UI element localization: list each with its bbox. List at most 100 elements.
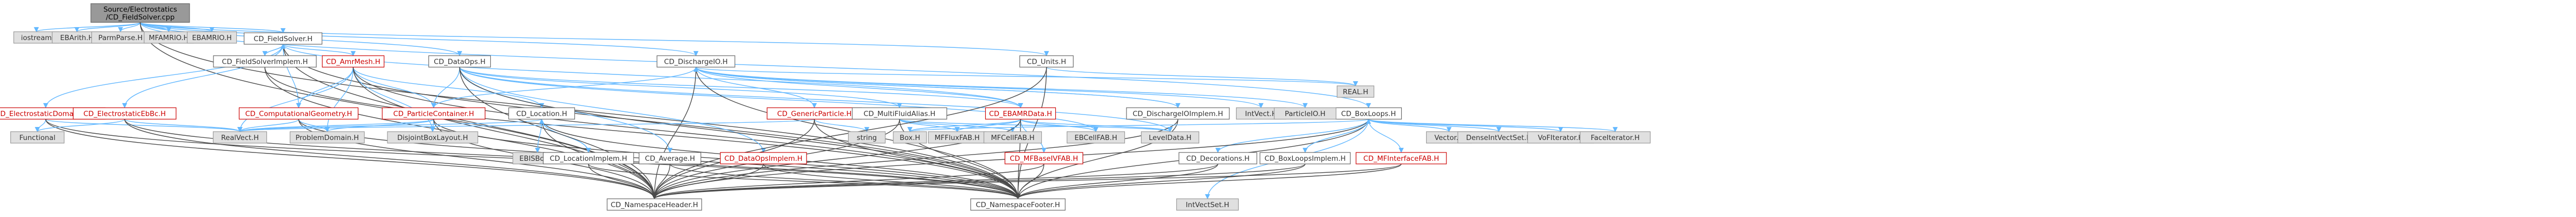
node-label-FaceIterator: FaceIterator.H [1591,134,1640,142]
node-DischargeIO[interactable]: CD_DischargeIO.H [656,55,735,68]
node-Decorations[interactable]: CD_Decorations.H [1178,152,1257,164]
edge-BoxLoops-to-FaceIterator [1368,119,1618,132]
node-EBArith: EBArith.H [51,31,102,44]
node-label-string: string [857,134,877,142]
node-MFAMRIO: MFAMRIO.H [143,31,194,44]
node-ParticleIO: ParticleIO.H [1273,107,1337,120]
node-ParticleContainer[interactable]: CD_ParticleContainer.H [382,107,486,120]
node-LevelData: LevelData.H [1141,131,1200,144]
node-label-ElectrostaticDomainBc: CD_ElectrostaticDomainBc.H [0,110,96,118]
node-DenseIntVectSet: DenseIntVectSet.H [1457,131,1540,144]
edge-FieldSolver-to-AmrMesh [283,44,356,56]
node-ElectrostaticEbBc[interactable]: CD_ElectrostaticEbBc.H [73,107,177,120]
node-ProblemDomain: ProblemDomain.H [289,131,365,144]
node-label-IntVect: IntVect.H [1245,110,1277,118]
edge-DischargeIO-to-REAL [695,67,1358,86]
edge-GenericParticle-to-string [814,119,869,132]
edge-GenericParticle-to-NamespaceFooter [814,119,1021,199]
node-Units[interactable]: CD_Units.H [1019,55,1074,68]
node-label-MultiFluidAlias: CD_MultiFluidAlias.H [864,110,935,118]
node-EBAMRData[interactable]: CD_EBAMRData.H [985,107,1056,120]
edge-Units-to-REAL [1046,67,1358,86]
edge-root-to-Units [140,22,1049,56]
node-DataOps[interactable]: CD_DataOps.H [428,55,491,68]
node-box-EBAMRData [985,107,1056,120]
edge-AmrMesh-to-ProblemDomain [325,67,354,132]
node-label-BoxH: Box.H [900,134,920,142]
node-label-Functional: Functional [19,134,55,142]
edge-Location-to-RealVect [237,119,542,132]
node-label-DischargeIOImplem: CD_DischargeIOImplem.H [1133,110,1223,118]
edge-FieldSolver-to-NamespaceFooter [283,44,1021,199]
node-GenericParticle[interactable]: CD_GenericParticle.H [767,107,862,120]
node-RealVect: RealVect.H [212,131,267,144]
node-BoxLoops[interactable]: CD_BoxLoops.H [1335,107,1402,120]
node-label-DenseIntVectSet: DenseIntVectSet.H [1466,134,1532,142]
node-box-NamespaceHeader [607,198,702,211]
node-box-Functional [10,131,65,144]
node-box-IntVectSet [1176,198,1239,211]
edge-FieldSolverImplem-to-FieldSolver [264,44,286,56]
node-box-DisjointBoxLayout [387,131,478,144]
node-LocationImplem[interactable]: CD_LocationImplem.H [543,152,634,164]
node-box-MultiFluidAlias [852,107,947,120]
edge-FieldSolver-to-ElectrostaticEbBc [122,44,284,108]
node-label-RealVect: RealVect.H [221,134,259,142]
node-NamespaceFooter[interactable]: CD_NamespaceFooter.H [970,198,1066,211]
node-label-ParticleContainer: CD_ParticleContainer.H [393,110,474,118]
node-box-BoxH [893,131,927,144]
node-label-Average: CD_Average.H [645,155,695,163]
node-box-EBAMRIO [186,31,237,44]
edge-DataOps-to-NamespaceFooter [459,67,1021,199]
node-DischargeIOImplem[interactable]: CD_DischargeIOImplem.H [1126,107,1230,120]
node-label-NamespaceFooter: CD_NamespaceFooter.H [976,201,1060,209]
node-label-ProblemDomain: ProblemDomain.H [296,134,359,142]
node-root[interactable]: Source/Electrostatics/CD_FieldSolver.cpp [90,3,190,23]
edge-DataOps-to-DataOpsImplem [459,67,766,153]
edge-AmrMesh-to-NamespaceFooter [353,67,1021,199]
node-label-LevelData: LevelData.H [1149,134,1191,142]
edge-ComputationalGeometry-to-ProblemDomain [298,119,330,132]
node-label-LocationImplem: CD_LocationImplem.H [549,155,627,163]
node-label-NamespaceHeader: CD_NamespaceHeader.H [611,201,698,209]
edge-DataOps-to-MultiFluidAlias [459,67,902,108]
node-IntVectSet: IntVectSet.H [1176,198,1239,211]
edge-DischargeIOImplem-to-DischargeIO [693,67,1178,108]
node-DataOpsImplem[interactable]: CD_DataOpsImplem.H [720,152,807,164]
node-label-DisjointBoxLayout: DisjointBoxLayout.H [397,134,468,142]
node-ComputationalGeometry[interactable]: CD_ComputationalGeometry.H [238,107,359,120]
node-MultiFluidAlias[interactable]: CD_MultiFluidAlias.H [852,107,947,120]
edge-BoxLoopsImplem-to-NamespaceHeader [652,163,1306,199]
node-FieldSolver[interactable]: CD_FieldSolver.H [244,32,323,45]
node-MFInterfaceFAB[interactable]: CD_MFInterfaceFAB.H [1356,152,1447,164]
node-box-Units [1019,55,1074,68]
node-box-Location [508,107,575,120]
node-label-Decorations: CD_Decorations.H [1186,155,1250,163]
node-box-Average [638,152,702,164]
node-MFBaseIVFAB[interactable]: CD_MFBaseIVFAB.H [1004,152,1083,164]
node-box-DischargeIOImplem [1126,107,1230,120]
node-box-Decorations [1178,152,1257,164]
node-FieldSolverImplem[interactable]: CD_FieldSolverImplem.H [213,55,317,68]
node-label-Location: CD_Location.H [516,110,567,118]
node-label-REAL: REAL.H [1343,88,1368,96]
node-Average[interactable]: CD_Average.H [638,152,702,164]
edge-root-to-iostream [34,22,141,32]
edge-AmrMesh-to-ComputationalGeometry [296,67,354,108]
edge-MFInterfaceFAB-to-NamespaceHeader [652,163,1402,199]
node-Location[interactable]: CD_Location.H [508,107,575,120]
edge-root-to-FieldSolver [140,22,286,33]
edge-MultiFluidAlias-to-MFCellFAB [899,119,1015,132]
node-AmrMesh[interactable]: CD_AmrMesh.H [321,55,385,68]
edge-BoxLoops-to-MFInterfaceFAB [1368,119,1404,153]
node-BoxLoopsImplem[interactable]: CD_BoxLoopsImplem.H [1259,152,1351,164]
node-box-ProblemDomain [289,131,365,144]
node-box-MFInterfaceFAB [1356,152,1447,164]
node-label-ComputationalGeometry: CD_ComputationalGeometry.H [245,110,352,118]
node-label-EBCellFAB: EBCellFAB.H [1075,134,1117,142]
node-label-VoFIterator: VoFIterator.H [1538,134,1584,142]
node-label-BoxLoopsImplem: CD_BoxLoopsImplem.H [1265,155,1346,163]
node-NamespaceHeader[interactable]: CD_NamespaceHeader.H [607,198,702,211]
node-box-REAL [1336,85,1375,98]
edge-DischargeIO-to-ParticleIO [695,67,1308,108]
